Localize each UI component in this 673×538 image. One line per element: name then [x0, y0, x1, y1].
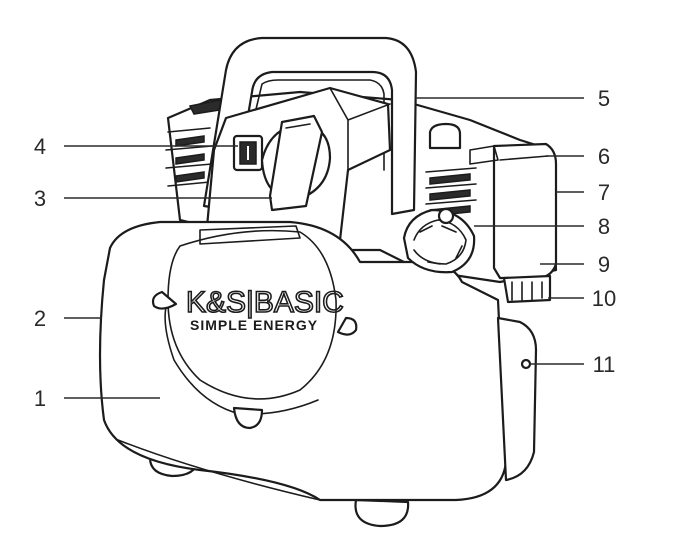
engine-switch — [232, 134, 264, 172]
fuel-cap — [402, 207, 476, 274]
side-panel — [496, 316, 538, 482]
foot-front-right — [354, 498, 410, 528]
callout-9: 9 — [598, 252, 610, 277]
callout-11: 11 — [593, 352, 616, 377]
brand-logo-tagline: SIMPLE ENERGY — [190, 317, 318, 333]
side-port — [520, 358, 532, 370]
callout-4: 4 — [34, 134, 46, 159]
leader-lines — [64, 97, 584, 399]
callout-8: 8 — [598, 214, 610, 239]
brand-logo-text: K&S|BASIC — [186, 286, 344, 319]
front-housing — [98, 220, 508, 502]
callout-5: 5 — [598, 86, 610, 111]
callout-3: 3 — [34, 186, 46, 211]
callout-2: 2 — [34, 306, 46, 331]
exhaust-muffler — [502, 274, 552, 304]
front-cover — [167, 229, 337, 400]
callout-7: 7 — [598, 180, 610, 205]
ac-socket — [260, 114, 332, 212]
callout-1: 1 — [34, 386, 46, 411]
callout-labels: 1 2 3 4 5 6 7 8 9 10 11 — [34, 86, 616, 411]
generator-illustration: K&S|BASIC SIMPLE ENERGY — [98, 36, 558, 528]
callout-10: 10 — [592, 286, 616, 311]
callout-6: 6 — [598, 144, 610, 169]
top-cap — [428, 122, 462, 150]
brand-logo: K&S|BASIC SIMPLE ENERGY — [185, 285, 344, 333]
